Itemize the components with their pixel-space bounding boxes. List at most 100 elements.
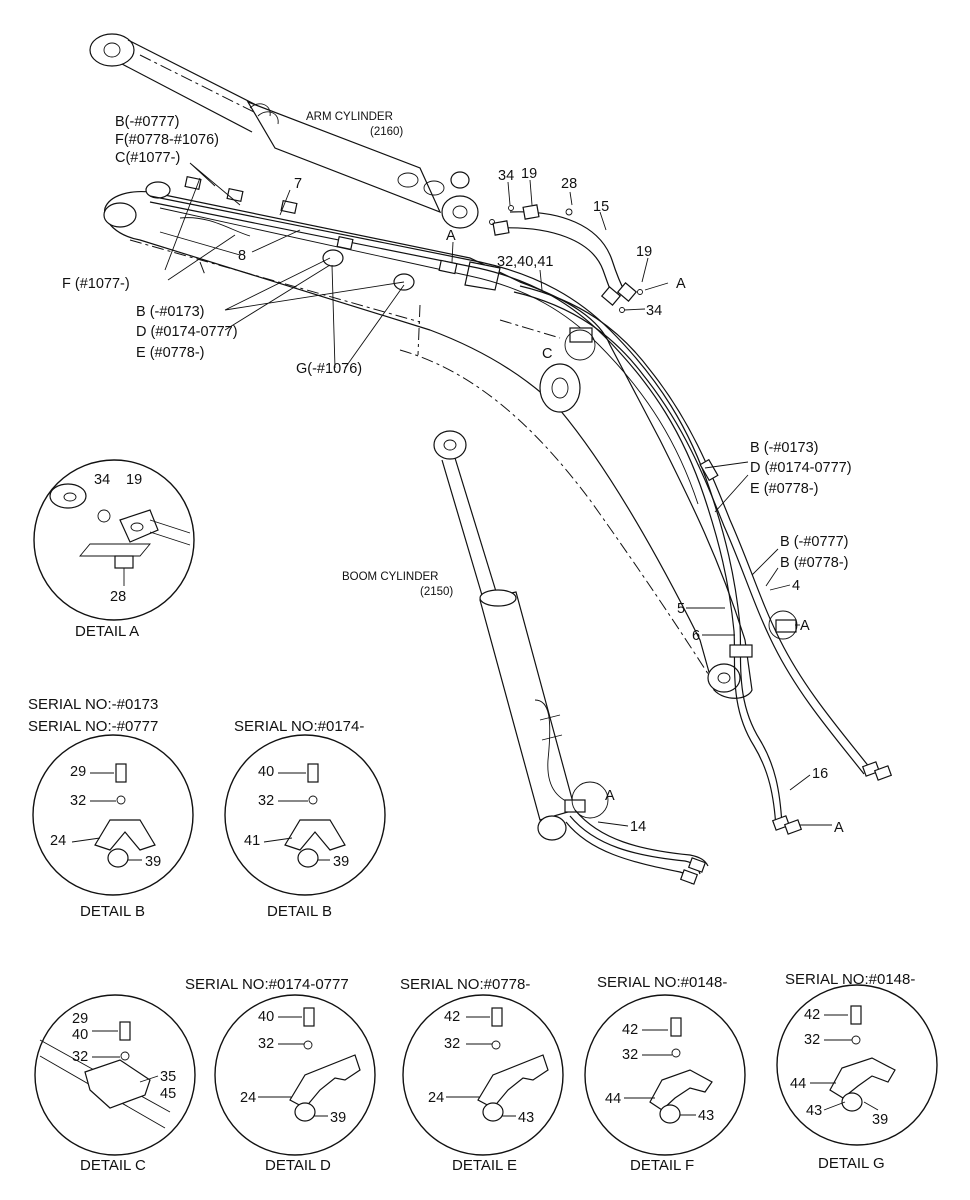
detail-b1-bolt-icon	[115, 763, 127, 783]
detail-g-39: 39	[872, 1112, 888, 1128]
boom-hoses	[149, 195, 871, 829]
callout-b-0173: B (-#0173)	[136, 304, 205, 320]
callout-right-d-0174-0777: D (#0174-0777)	[750, 460, 852, 476]
callout-28: 28	[561, 176, 577, 192]
leader-lines	[164, 162, 832, 827]
arm-cylinder-label: ARM CYLINDER	[306, 111, 393, 123]
detail-g-32: 32	[804, 1032, 820, 1048]
detail-d-bolt-icon	[303, 1007, 315, 1027]
detail-c-35: 35	[160, 1069, 176, 1085]
detail-b-1: SERIAL NO:-#0173 SERIAL NO:-#0777 29 32 …	[28, 696, 194, 920]
detail-b1-serial-1: SERIAL NO:-#0173	[28, 696, 158, 713]
callout-a-right: A	[800, 618, 810, 634]
detail-b1-title: DETAIL B	[80, 903, 145, 920]
callout-19-top: 19	[521, 166, 537, 182]
callout-c-1077: C(#1077-)	[115, 150, 180, 166]
boom-clamps	[184, 175, 797, 658]
detail-b1-24: 24	[50, 833, 66, 849]
detail-f-42: 42	[622, 1022, 638, 1038]
callout-5: 5	[677, 601, 685, 617]
detail-e-24: 24	[428, 1090, 444, 1106]
detail-f-title: DETAIL F	[630, 1157, 694, 1174]
detail-b2-title: DETAIL B	[267, 903, 332, 920]
detail-b2-41: 41	[244, 833, 260, 849]
detail-b2-bolt-icon	[307, 763, 319, 783]
detail-a-title: DETAIL A	[75, 623, 139, 640]
detail-d-24: 24	[240, 1090, 256, 1106]
detail-b2-39: 39	[333, 854, 349, 870]
hose-ends-16	[771, 761, 893, 835]
detail-b2-32: 32	[258, 793, 274, 809]
callout-7: 7	[294, 176, 302, 192]
detail-c-40: 40	[72, 1027, 88, 1043]
detail-b-2: SERIAL NO:#0174- 40 32 41 39 DETAIL B	[224, 718, 386, 920]
detail-b1-39: 39	[145, 854, 161, 870]
detail-b1-29: 29	[70, 764, 86, 780]
detail-g-44: 44	[790, 1076, 806, 1092]
detail-b2-serial: SERIAL NO:#0174-	[234, 718, 364, 735]
detail-g-43: 43	[806, 1103, 822, 1119]
detail-d-39: 39	[330, 1110, 346, 1126]
callout-c-letter: C	[542, 346, 552, 362]
detail-e-32: 32	[444, 1036, 460, 1052]
detail-g-42: 42	[804, 1007, 820, 1023]
detail-f-32: 32	[622, 1047, 638, 1063]
callout-8: 8	[238, 248, 246, 264]
detail-g-title: DETAIL G	[818, 1155, 885, 1172]
callout-34-right: 34	[646, 303, 662, 319]
callout-b-0777: B(-#0777)	[115, 114, 179, 130]
detail-f: SERIAL NO:#0148- 42 32 44 43 DETAIL F	[584, 974, 746, 1174]
callout-e-0778: E (#0778-)	[136, 345, 205, 361]
detail-e-42: 42	[444, 1009, 460, 1025]
detail-d-40: 40	[258, 1009, 274, 1025]
detail-e: SERIAL NO:#0778- 42 32 24 43 DETAIL E	[400, 976, 564, 1174]
callout-6: 6	[692, 628, 700, 644]
boom	[103, 181, 753, 699]
detail-d-32: 32	[258, 1036, 274, 1052]
detail-f-serial: SERIAL NO:#0148-	[597, 974, 727, 991]
main-labels: ARM CYLINDER (2160) BOOM CYLINDER (2150)…	[62, 111, 852, 836]
detail-c-title: DETAIL C	[80, 1157, 146, 1174]
callout-19-right: 19	[636, 244, 652, 260]
detail-b1-32: 32	[70, 793, 86, 809]
callout-a-arm: A	[446, 228, 456, 244]
detail-a-ref-circle-boom	[571, 781, 609, 819]
detail-b2-40: 40	[258, 764, 274, 780]
callout-right-b-0173: B (-#0173)	[750, 440, 819, 456]
callout-a-bottom: A	[834, 820, 844, 836]
detail-d-serial: SERIAL NO:#0174-0777	[185, 976, 349, 993]
callout-14: 14	[630, 819, 646, 835]
detail-b1-serial-2: SERIAL NO:-#0777	[28, 718, 158, 735]
detail-e-title: DETAIL E	[452, 1157, 517, 1174]
detail-d-title: DETAIL D	[265, 1157, 331, 1174]
detail-a-19: 19	[126, 472, 142, 488]
callout-f-0778-1076: F(#0778-#1076)	[115, 132, 219, 148]
detail-e-43: 43	[518, 1110, 534, 1126]
detail-f-bolt-icon	[670, 1017, 682, 1037]
callout-a-top-right: A	[676, 276, 686, 292]
callout-4: 4	[792, 578, 800, 594]
callout-g-1076: G(-#1076)	[296, 361, 362, 377]
detail-a-28: 28	[110, 589, 126, 605]
boom-cylinder-code: (2150)	[420, 586, 453, 598]
detail-c-32: 32	[72, 1049, 88, 1065]
boom-cylinder-label: BOOM CYLINDER	[342, 571, 439, 583]
detail-c: 29 40 32 35 45 DETAIL C	[34, 994, 196, 1174]
detail-c-ref-circle	[564, 329, 596, 361]
detail-g: SERIAL NO:#0148- 42 32 44 43 39 DETAIL G	[776, 971, 938, 1172]
arm-cylinder	[89, 33, 479, 229]
detail-a-34: 34	[94, 472, 110, 488]
detail-a-flange	[49, 483, 191, 586]
callout-right-b-0778: B (#0778-)	[780, 555, 849, 571]
detail-c-45: 45	[160, 1086, 176, 1102]
detail-c-29: 29	[72, 1011, 88, 1027]
arm-cylinder-code: (2160)	[370, 126, 403, 138]
callout-right-b-0777: B (-#0777)	[780, 534, 849, 550]
detail-f-44: 44	[605, 1091, 621, 1107]
callout-f-1077: F (#1077-)	[62, 276, 130, 292]
callout-32-40-41: 32,40,41	[497, 254, 553, 270]
detail-g-serial: SERIAL NO:#0148-	[785, 971, 915, 988]
detail-g-bolt-icon	[850, 1005, 862, 1025]
detail-a: 34 19 28 DETAIL A	[33, 459, 195, 640]
